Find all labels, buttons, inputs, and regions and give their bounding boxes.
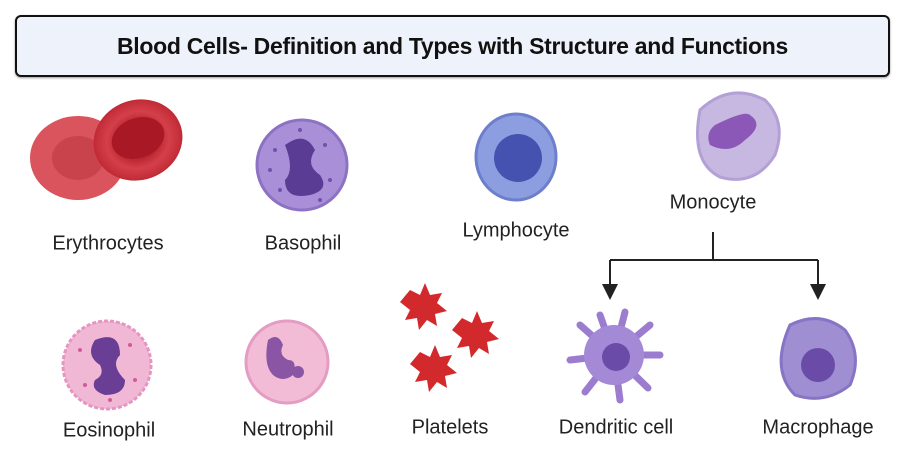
platelet-cells — [400, 283, 499, 392]
label-macrophage: Macrophage — [762, 416, 874, 439]
basophil-cell — [255, 118, 349, 212]
eosinophil-cell — [61, 319, 153, 411]
title: Blood Cells- Definition and Types with S… — [117, 32, 788, 59]
label-platelets: Platelets — [411, 416, 489, 439]
dendritic-cell — [566, 308, 664, 404]
label-eosinophil: Eosinophil — [62, 419, 156, 442]
lymphocyte-cell — [474, 112, 558, 202]
label-lymphocyte: Lymphocyte — [462, 219, 570, 242]
label-erythrocytes: Erythrocytes — [52, 232, 164, 255]
label-neutrophil: Neutrophil — [242, 418, 334, 441]
title-box: Blood Cells- Definition and Types with S… — [15, 15, 890, 77]
label-dendritic-cell: Dendritic cell — [558, 416, 674, 439]
label-basophil: Basophil — [264, 232, 342, 255]
neutrophil-cell — [244, 319, 330, 405]
label-monocyte: Monocyte — [669, 191, 757, 214]
monocyte-cell — [696, 91, 781, 181]
macrophage-cell — [779, 317, 857, 400]
monocyte-arrows — [602, 232, 826, 300]
erythrocyte-cells — [30, 99, 183, 200]
